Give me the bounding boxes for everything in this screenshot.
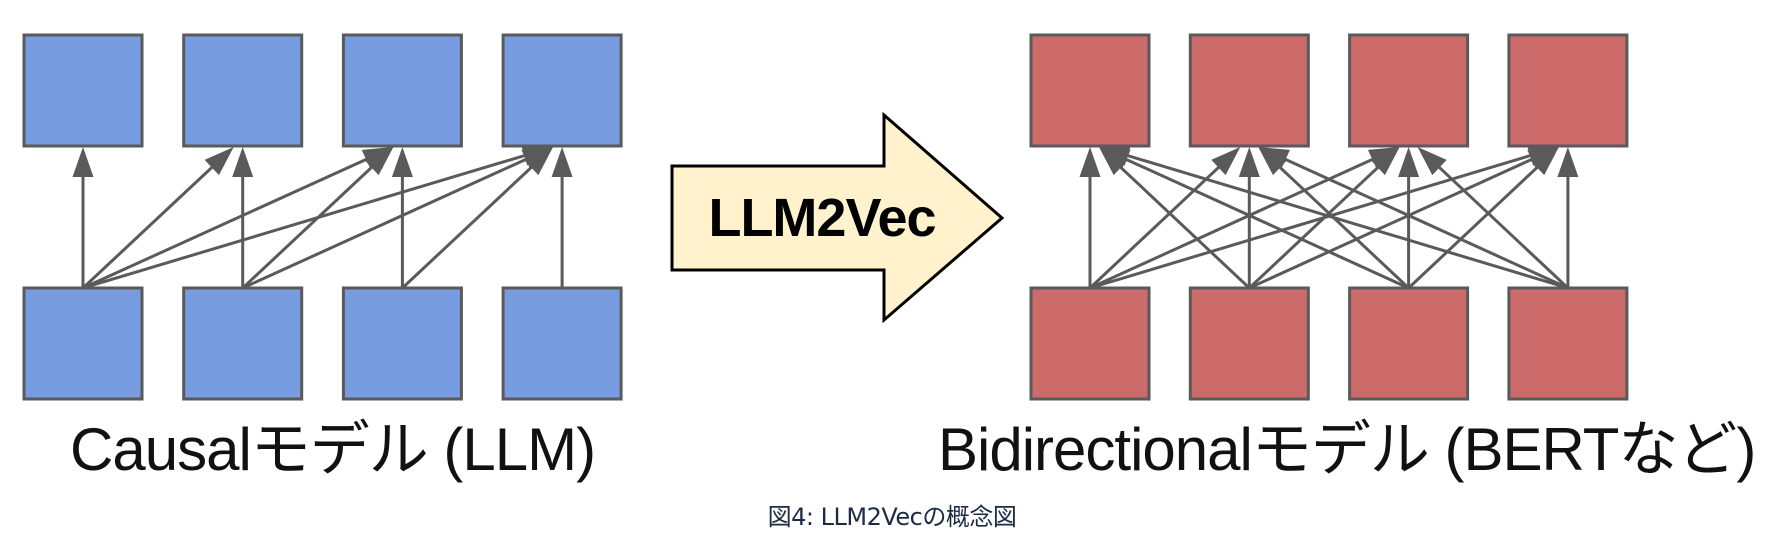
edge-2-to-3 bbox=[1407, 147, 1559, 290]
edge-line bbox=[1118, 165, 1251, 290]
input-token-box-4 bbox=[1507, 286, 1629, 401]
edge-1-to-2 bbox=[1248, 147, 1400, 290]
causal-model-panel bbox=[22, 33, 623, 401]
arrowhead-icon bbox=[1557, 147, 1579, 177]
edge-3-to-3 bbox=[551, 147, 573, 288]
input-token-box-1 bbox=[1029, 286, 1151, 401]
edge-line bbox=[1088, 165, 1221, 290]
edge-line bbox=[1248, 157, 1535, 290]
edge-0-to-1 bbox=[81, 147, 234, 290]
edge-line bbox=[1436, 165, 1569, 290]
edge-line bbox=[1277, 165, 1410, 290]
input-token-box-3 bbox=[341, 286, 463, 401]
edge-1-to-0 bbox=[1099, 147, 1251, 290]
attention-edges bbox=[1079, 145, 1579, 290]
llm2vec-transform-arrow bbox=[670, 111, 1005, 324]
arrowhead-icon bbox=[391, 147, 413, 177]
edge-line bbox=[242, 157, 529, 290]
output-token-box-3 bbox=[1348, 33, 1470, 148]
bidirectional-model-panel bbox=[1029, 33, 1629, 401]
edge-2-to-3 bbox=[401, 147, 554, 290]
output-token-box-2 bbox=[182, 33, 304, 148]
edge-line bbox=[1089, 153, 1533, 290]
edge-2-to-1 bbox=[1258, 147, 1410, 290]
output-token-box-4 bbox=[1507, 33, 1629, 148]
attention-edges bbox=[72, 145, 573, 290]
edge-line bbox=[1283, 157, 1569, 290]
edge-0-to-0 bbox=[1079, 147, 1101, 288]
arrowhead-icon bbox=[1211, 147, 1241, 176]
edge-1-to-1 bbox=[1238, 147, 1260, 288]
arrowhead-icon bbox=[1529, 147, 1559, 176]
arrowhead-icon bbox=[232, 147, 254, 177]
arrowhead-icon bbox=[1258, 147, 1288, 176]
edge-line bbox=[1407, 165, 1540, 290]
arrowhead-icon bbox=[551, 147, 573, 177]
edge-3-to-2 bbox=[1417, 147, 1569, 290]
bidirectional-model-label: Bidirectionalモデル (BERTなど) bbox=[938, 416, 1756, 483]
edge-line bbox=[1123, 157, 1410, 290]
arrowhead-icon bbox=[72, 147, 94, 177]
edge-1-to-1 bbox=[232, 147, 254, 288]
edge-line bbox=[241, 165, 374, 290]
edge-line bbox=[401, 165, 534, 290]
causal-model-label: Causalモデル (LLM) bbox=[70, 416, 596, 483]
output-token-box-1 bbox=[1029, 33, 1151, 148]
transform-arrow-label: LLM2Vec bbox=[708, 188, 936, 248]
input-token-box-2 bbox=[182, 286, 304, 401]
input-token-box-4 bbox=[501, 286, 623, 401]
output-token-box-2 bbox=[1188, 33, 1310, 148]
arrowhead-icon bbox=[1099, 147, 1129, 176]
edge-line bbox=[1248, 165, 1381, 290]
arrowhead-icon bbox=[1398, 147, 1420, 177]
input-token-box-2 bbox=[1188, 286, 1310, 401]
arrowhead-icon bbox=[1417, 147, 1447, 176]
arrowhead-icon bbox=[1258, 147, 1290, 169]
output-token-box-4 bbox=[501, 33, 623, 148]
input-token-box-1 bbox=[22, 286, 144, 401]
arrowhead-icon bbox=[204, 147, 234, 176]
edge-line bbox=[1089, 157, 1375, 290]
input-token-box-3 bbox=[1348, 286, 1470, 401]
edge-0-to-0 bbox=[72, 147, 94, 288]
arrowhead-icon bbox=[364, 147, 394, 176]
arrowhead-icon bbox=[524, 147, 554, 176]
edge-3-to-1 bbox=[1258, 147, 1569, 290]
edge-line bbox=[81, 165, 215, 290]
edge-2-to-2 bbox=[1398, 147, 1420, 288]
edge-3-to-0 bbox=[1099, 145, 1569, 290]
edge-1-to-2 bbox=[241, 147, 394, 290]
output-token-box-1 bbox=[22, 33, 144, 148]
arrowhead-icon bbox=[1079, 147, 1101, 177]
edge-2-to-2 bbox=[391, 147, 413, 288]
arrowhead-icon bbox=[1099, 145, 1131, 166]
arrowhead-icon bbox=[1370, 147, 1400, 176]
arrowhead-icon bbox=[1238, 147, 1260, 177]
edge-line bbox=[1125, 153, 1569, 290]
figure-caption: 図4: LLM2Vecの概念図 bbox=[767, 503, 1017, 531]
right-arrow-icon bbox=[670, 111, 1005, 324]
edge-0-to-1 bbox=[1088, 147, 1241, 290]
edge-line bbox=[82, 157, 369, 290]
edge-line bbox=[82, 153, 527, 290]
edge-3-to-3 bbox=[1557, 147, 1579, 288]
output-token-box-3 bbox=[341, 33, 463, 148]
